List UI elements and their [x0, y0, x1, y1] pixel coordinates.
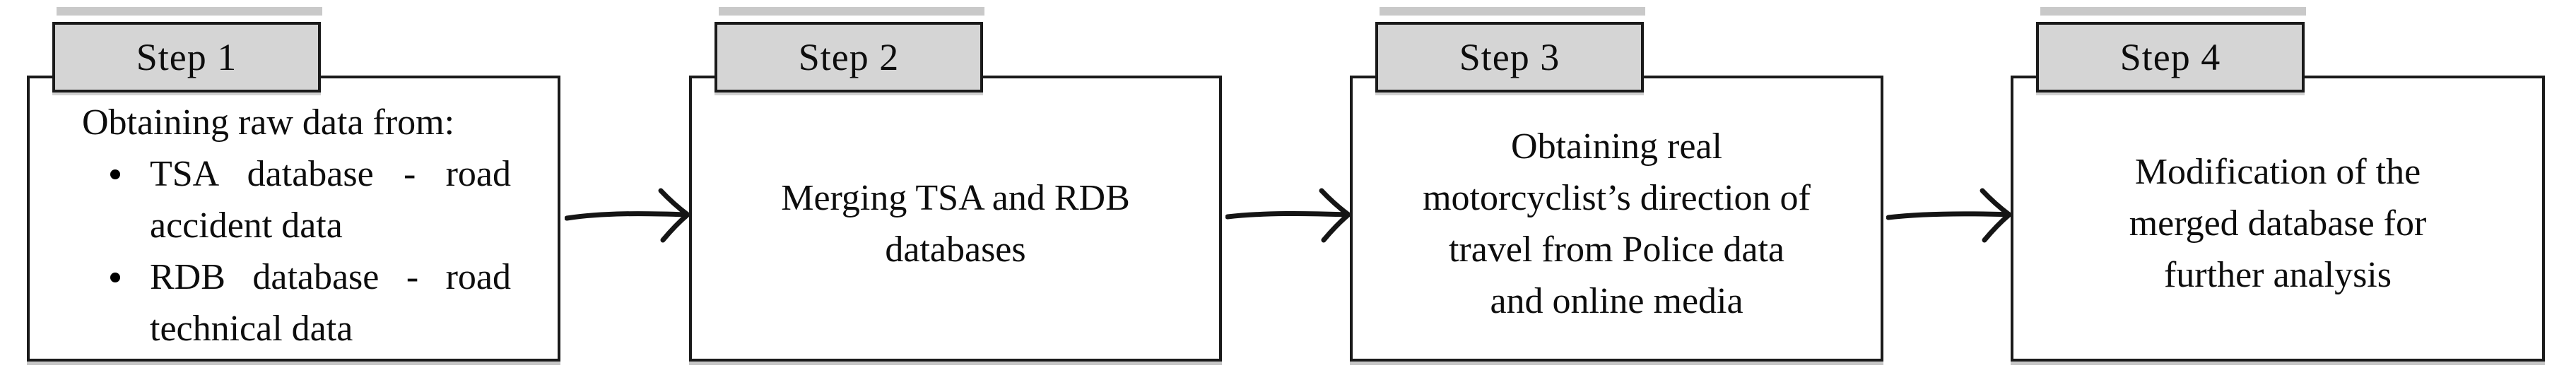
step-2-label: Step 2 [798, 36, 900, 78]
bullet-item: TSA database - road accident data [82, 148, 511, 251]
step-4-text-line: further analysis [2163, 255, 2392, 295]
step-4-label: Step 4 [2119, 36, 2221, 78]
bullet-line: accident data [150, 205, 343, 246]
step-3-text-line: Obtaining real [1511, 126, 1722, 167]
step-2-tab: Step 2 [714, 7, 984, 92]
step-4-tab: Step 4 [2036, 7, 2306, 92]
step-4-group: Step 4 Modification of the merged databa… [2011, 0, 2545, 382]
flow-arrow-icon [1886, 188, 2012, 243]
step-3-text-line: motorcyclist’s direction of [1423, 177, 1811, 218]
step-1-group: Step 1 Obtaining raw data from: TSA data… [27, 0, 560, 382]
step-1-label: Step 1 [136, 36, 237, 78]
flow-arrow-icon [1225, 188, 1351, 243]
step-3-tab: Step 3 [1375, 7, 1645, 92]
bullet-line: RDB database - road [150, 257, 511, 297]
step-2-box: Merging TSA and RDB databases [689, 76, 1222, 362]
step-2-group: Step 2 Merging TSA and RDB databases [689, 0, 1222, 382]
step-4-text-line: Modification of the [2134, 152, 2421, 192]
step-3-text-line: and online media [1490, 280, 1743, 321]
bullet-item: RDB database - road technical data [82, 251, 511, 354]
step-3-label: Step 3 [1459, 36, 1560, 78]
step-4-box: Modification of the merged database for … [2011, 76, 2545, 362]
bullet-text: TSA database - road accident data [150, 148, 511, 251]
step-1-tab: Step 1 [52, 7, 322, 92]
bullet-dot-icon [82, 251, 150, 354]
step-1-intro: Obtaining raw data from: [82, 102, 455, 143]
bullet-line: technical data [150, 309, 353, 349]
bullet-dot-icon [82, 148, 150, 251]
step-3-group: Step 3 Obtaining real motorcyclist’s dir… [1350, 0, 1883, 382]
step-1-box: Obtaining raw data from: TSA database - … [27, 76, 560, 362]
bullet-text: RDB database - road technical data [150, 251, 511, 354]
step-2-text-line: Merging TSA and RDB [781, 177, 1130, 218]
step-2-text-line: databases [885, 229, 1026, 270]
step-3-text-line: travel from Police data [1448, 229, 1785, 270]
step-4-text-line: merged database for [2129, 203, 2427, 244]
bullet-line: TSA database - road [150, 154, 511, 194]
flow-arrow-icon [565, 188, 690, 243]
step-3-box: Obtaining real motorcyclist’s direction … [1350, 76, 1883, 362]
